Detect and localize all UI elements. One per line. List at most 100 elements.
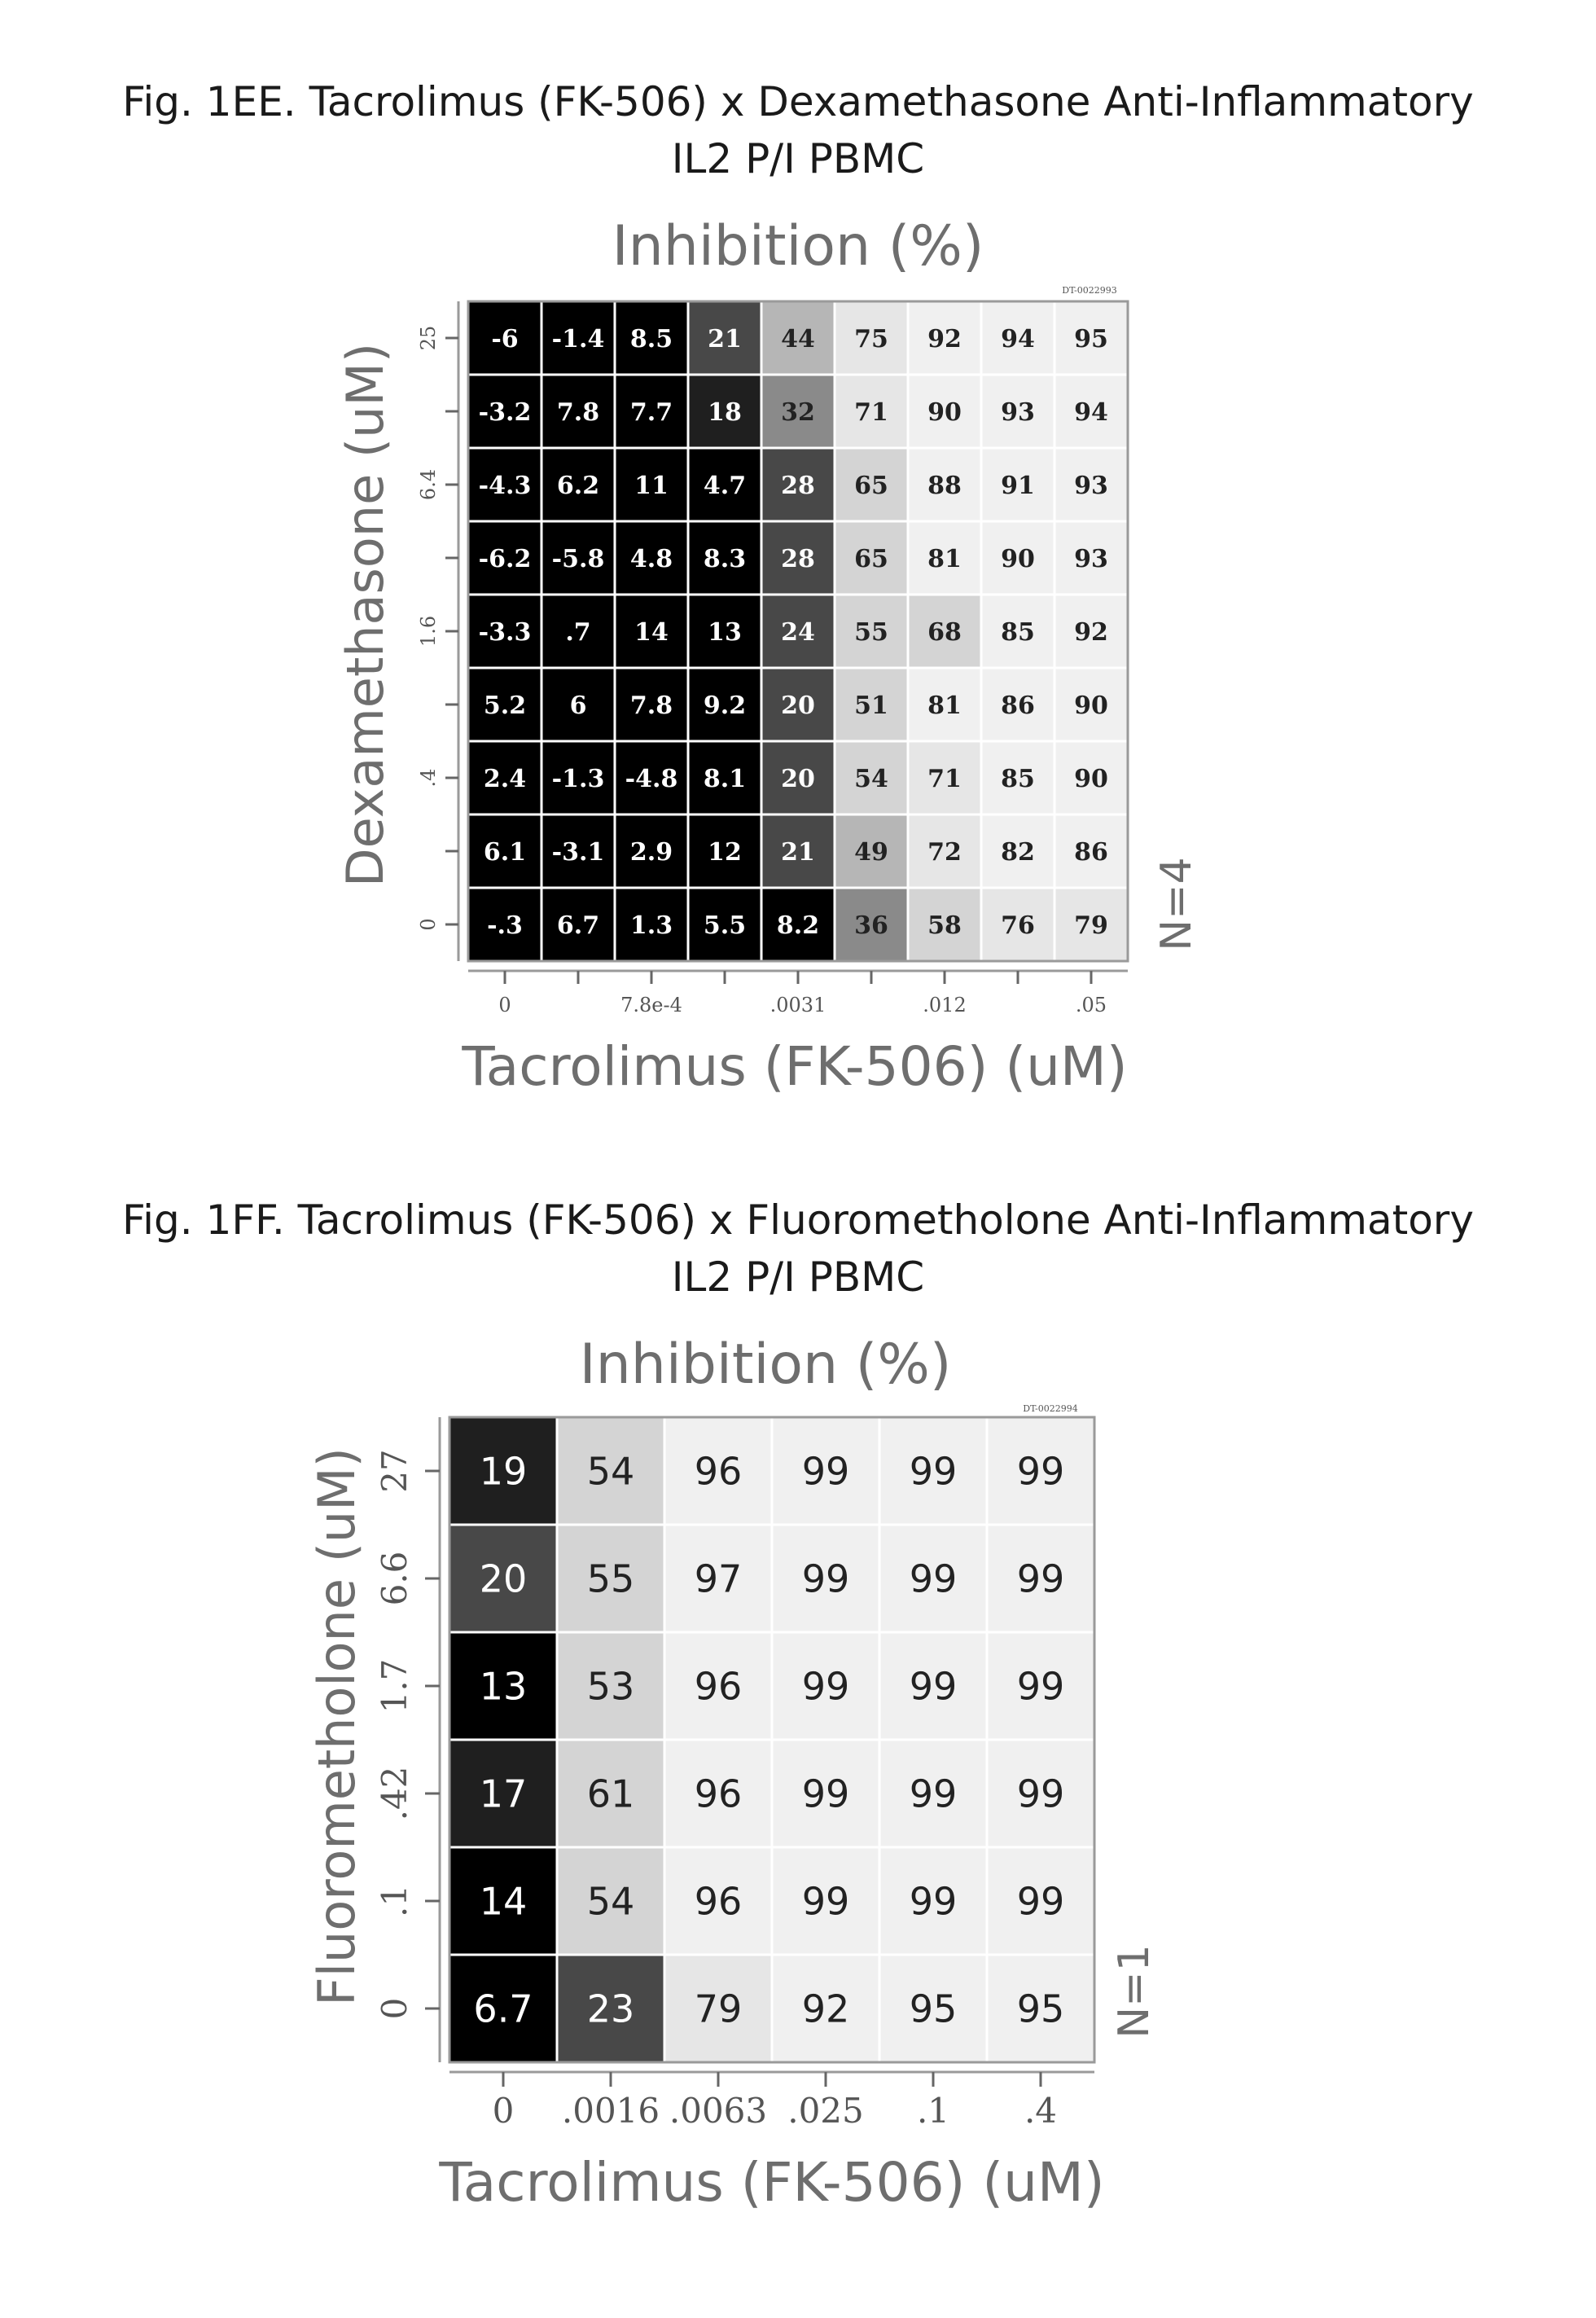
heatmap-cell-label: 36 <box>854 911 888 940</box>
figure-1ee-y-label: Dexamethasone (uM) <box>335 343 395 887</box>
heatmap-cell-label: 99 <box>1017 1772 1065 1816</box>
heatmap-cell-label: 90 <box>1074 691 1108 720</box>
heatmap-cell-label: 99 <box>802 1880 850 1924</box>
figure-1ff-watermark: DT-0022994 <box>1023 1403 1077 1414</box>
heatmap-cell-label: 82 <box>1001 838 1035 867</box>
heatmap-cell-label: 20 <box>480 1557 528 1601</box>
heatmap-cell-label: 4.8 <box>630 545 673 573</box>
heatmap-cell-label: 13 <box>480 1665 528 1709</box>
heatmap-cell-label: 5.5 <box>704 911 746 940</box>
heatmap-cell-label: 81 <box>927 691 962 720</box>
heatmap-cell-label: -3.3 <box>479 618 532 647</box>
heatmap-cell-label: 92 <box>802 1987 850 2031</box>
heatmap-cell-label: 2.4 <box>484 765 526 793</box>
heatmap-cell-label: 2.9 <box>630 838 673 867</box>
heatmap-cell-label: 8.2 <box>777 911 819 940</box>
y-tick-label: 6.6 <box>375 1552 414 1606</box>
heatmap-cell-label: 7.8 <box>630 691 673 720</box>
x-tick-label: .0031 <box>770 994 826 1016</box>
heatmap-cell-label: 91 <box>1001 472 1035 500</box>
figure-1ff-heatmap: 1954969999992055979999991353969999991761… <box>449 1417 1094 2062</box>
heatmap-cell-label: 93 <box>1074 545 1108 573</box>
y-tick-label: 6.4 <box>417 469 440 500</box>
heatmap-cell-label: 90 <box>1001 545 1035 573</box>
figure-1ff: Fig. 1FF. Tacrolimus (FK-506) x Fluorome… <box>122 1196 1474 2214</box>
heatmap-cell-label: 17 <box>480 1772 528 1816</box>
heatmap-cell-label: 99 <box>1017 1557 1065 1601</box>
heatmap-cell-label: 28 <box>781 472 815 500</box>
x-tick-label: .0016 <box>562 2091 660 2131</box>
heatmap-cell-label: 11 <box>634 472 669 500</box>
heatmap-cell-label: 68 <box>927 618 962 647</box>
heatmap-cell-label: 95 <box>1074 325 1108 353</box>
heatmap-cell-label: 23 <box>587 1987 635 2031</box>
heatmap-cell-label: 75 <box>854 325 888 353</box>
heatmap-cell-label: 79 <box>695 1987 743 2031</box>
heatmap-cell-label: 61 <box>587 1772 635 1816</box>
y-tick-label: 1.6 <box>417 616 440 647</box>
heatmap-cell-label: 65 <box>854 472 888 500</box>
heatmap-cell-label: 1.3 <box>630 911 673 940</box>
y-tick-label: 1.7 <box>375 1659 414 1714</box>
heatmap-cell-label: 96 <box>695 1450 743 1494</box>
heatmap-cell-label: 99 <box>1017 1665 1065 1709</box>
heatmap-cell-label: 93 <box>1074 472 1108 500</box>
heatmap-cell-label: -6 <box>491 325 518 353</box>
heatmap-cell-label: 14 <box>480 1880 528 1924</box>
heatmap-cell-label: 54 <box>587 1880 635 1924</box>
heatmap-cell-label: 85 <box>1001 765 1035 793</box>
x-tick-label: .4 <box>1024 2091 1057 2131</box>
heatmap-cell-label: -5.8 <box>552 545 605 573</box>
heatmap-cell-label: 94 <box>1001 325 1035 353</box>
y-tick-label: .1 <box>375 1885 414 1917</box>
heatmap-cell-label: 92 <box>1074 618 1108 647</box>
x-tick-label: .012 <box>923 994 966 1016</box>
heatmap-cell-label: 21 <box>781 838 815 867</box>
heatmap-cell-label: 99 <box>1017 1450 1065 1494</box>
heatmap-cell-label: 95 <box>1017 1987 1065 2031</box>
heatmap-cell-label: -1.4 <box>552 325 605 353</box>
heatmap-cell-label: 79 <box>1074 911 1108 940</box>
heatmap-cell-label: -.3 <box>487 911 523 940</box>
x-tick-label: 7.8e-4 <box>620 994 682 1016</box>
y-tick-label: .4 <box>417 769 440 788</box>
heatmap-cell-label: 21 <box>708 325 742 353</box>
heatmap-cell-label: 99 <box>802 1665 850 1709</box>
heatmap-cell-label: 85 <box>1001 618 1035 647</box>
heatmap-cell-label: 9.2 <box>704 691 746 720</box>
heatmap-cell-label: -1.3 <box>552 765 605 793</box>
figure-1ff-subtitle: IL2 P/I PBMC <box>672 1253 924 1301</box>
heatmap-cell-label: 49 <box>854 838 888 867</box>
heatmap-cell-label: 99 <box>802 1450 850 1494</box>
figure-1ff-n-label: N=1 <box>1110 1944 1159 2039</box>
heatmap-cell-label: 8.3 <box>704 545 746 573</box>
heatmap-cell-label: 58 <box>927 911 962 940</box>
heatmap-cell-label: 86 <box>1001 691 1035 720</box>
heatmap-cell-label: 55 <box>854 618 888 647</box>
figure-1ff-caption: Fig. 1FF. Tacrolimus (FK-506) x Fluorome… <box>122 1196 1474 1244</box>
figure-1ee-caption: Fig. 1EE. Tacrolimus (FK-506) x Dexameth… <box>122 78 1473 125</box>
y-tick-label: 27 <box>375 1449 414 1492</box>
figure-1ff-x-label: Tacrolimus (FK-506) (uM) <box>438 2151 1104 2214</box>
heatmap-cell-label: 12 <box>708 838 742 867</box>
figure-1ee-watermark: DT-0022993 <box>1062 285 1116 296</box>
heatmap-cell-label: 53 <box>587 1665 635 1709</box>
heatmap-cell-label: 76 <box>1001 911 1035 940</box>
heatmap-cell-label: 99 <box>802 1772 850 1816</box>
heatmap-cell-label: 95 <box>910 1987 958 2031</box>
figure-1ff-title: Inhibition (%) <box>580 1332 952 1397</box>
heatmap-cell-label: 90 <box>1074 765 1108 793</box>
figure-1ee-title: Inhibition (%) <box>612 214 984 279</box>
heatmap-cell-label: 51 <box>854 691 888 720</box>
x-tick-label: .025 <box>787 2091 864 2131</box>
heatmap-cell-label: 19 <box>480 1450 528 1494</box>
x-tick-label: 0 <box>498 994 511 1016</box>
heatmap-cell-label: 20 <box>781 691 815 720</box>
heatmap-cell-label: 54 <box>587 1450 635 1494</box>
heatmap-cell-label: 92 <box>927 325 962 353</box>
heatmap-cell-label: 99 <box>802 1557 850 1601</box>
x-tick-label: .1 <box>917 2091 949 2131</box>
y-tick-label: 0 <box>417 918 440 930</box>
figure-1ee-x-label: Tacrolimus (FK-506) (uM) <box>461 1035 1127 1098</box>
